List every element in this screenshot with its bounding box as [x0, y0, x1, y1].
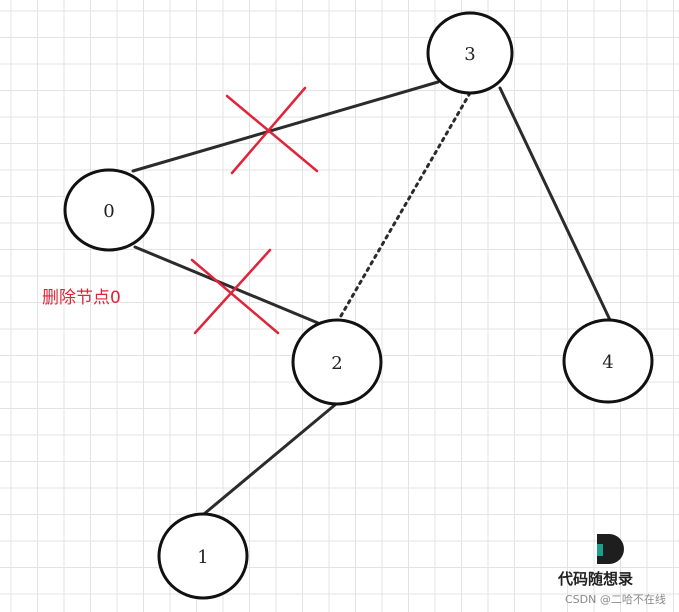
edge-2-1 — [202, 402, 338, 516]
delete-node-annotation: 删除节点0 — [42, 288, 121, 308]
node-0: 0 — [63, 168, 155, 252]
node-label: 2 — [331, 353, 342, 374]
edge-0-3 — [131, 80, 440, 173]
node-label: 3 — [464, 44, 475, 65]
node-2: 2 — [291, 318, 383, 406]
watermark: 代码随想录 CSDN @二哈不在线 — [557, 534, 666, 606]
logo-d-icon — [597, 534, 624, 564]
edge-3-2-dotted — [336, 91, 472, 323]
node-label: 1 — [197, 547, 208, 568]
node-label: 4 — [602, 352, 613, 373]
node-1: 1 — [157, 512, 249, 600]
brand-name: 代码随想录 — [557, 570, 633, 588]
node-3: 3 — [426, 11, 514, 95]
edge-3-4 — [498, 86, 612, 322]
delete-mark-edge-0-3 — [225, 86, 319, 175]
delete-mark-edge-0-2 — [190, 248, 280, 335]
node-label: 0 — [103, 201, 114, 222]
node-4: 4 — [562, 318, 654, 404]
edge-0-2 — [133, 245, 320, 325]
csdn-credit: CSDN @二哈不在线 — [565, 592, 666, 606]
